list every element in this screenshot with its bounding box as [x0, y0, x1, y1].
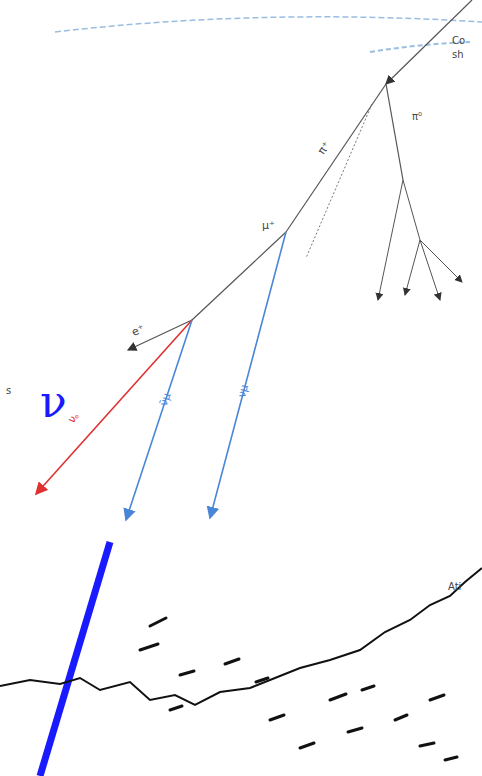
neutrino-symbol: ν	[40, 380, 67, 424]
particle-label: νₑ	[66, 410, 81, 425]
particle-label: e⁺	[130, 323, 146, 338]
particle-label: π⁰	[412, 112, 422, 122]
cropped-label: s	[6, 386, 11, 396]
cropped-label: Ati	[448, 582, 461, 592]
cropped-title: sh	[452, 50, 464, 60]
cropped-title: Co	[452, 36, 465, 46]
particle-label: μ⁺	[262, 220, 275, 231]
particle-label: νμ	[236, 383, 250, 399]
particle-label: π⁺	[316, 140, 332, 156]
particle-label: ν̄μ	[158, 391, 173, 407]
